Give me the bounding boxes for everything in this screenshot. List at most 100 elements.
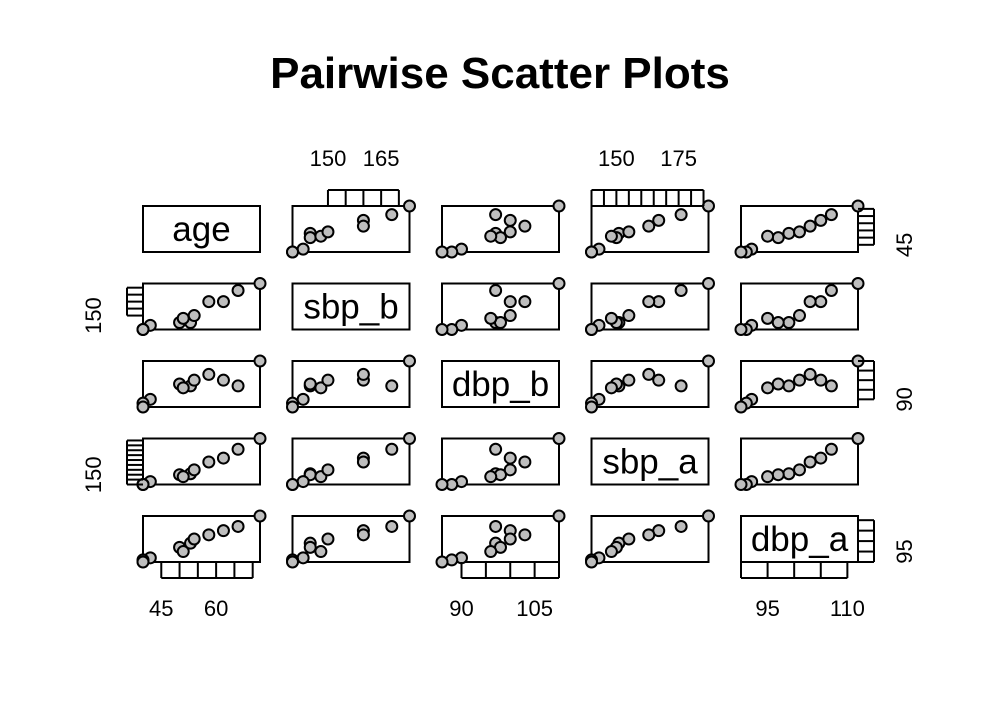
panel-dbp_a-sbp_b <box>286 509 416 569</box>
data-point <box>286 555 299 569</box>
data-point <box>518 528 532 542</box>
data-point <box>642 367 656 381</box>
data-point <box>231 442 245 456</box>
tick-label: 150 <box>598 146 635 171</box>
data-point <box>824 442 838 456</box>
variable-label: sbp_b <box>303 288 398 327</box>
data-point <box>187 463 201 477</box>
tick-label: 110 <box>830 596 865 621</box>
data-point <box>202 528 216 542</box>
data-point <box>403 199 416 213</box>
data-point <box>321 225 335 239</box>
data-point <box>734 400 748 414</box>
data-point <box>585 400 598 414</box>
panel-frame <box>142 282 261 331</box>
data-point <box>403 432 416 445</box>
data-point <box>216 373 230 387</box>
panel-frame <box>740 282 859 331</box>
data-point <box>484 545 498 559</box>
panel-dbp_a-age <box>136 509 267 569</box>
data-point <box>793 373 806 387</box>
panel-frame <box>441 360 560 408</box>
data-point <box>552 199 566 213</box>
panel-age-dbp_a <box>734 199 865 259</box>
data-point <box>803 367 817 381</box>
data-point <box>734 478 748 491</box>
data-point <box>793 309 806 323</box>
top-axis-sbp_a: 150 175 <box>590 146 705 206</box>
panel-dbp_b-age <box>136 354 267 414</box>
data-point <box>814 295 828 309</box>
data-point <box>518 295 532 309</box>
data-point <box>622 532 636 546</box>
data-point <box>604 545 618 559</box>
panel-frame <box>441 205 560 253</box>
panel-frame <box>291 205 411 253</box>
data-point <box>503 451 517 465</box>
panel-frame <box>590 360 710 408</box>
data-point <box>674 208 688 222</box>
panel-frame <box>740 205 859 253</box>
data-point <box>356 219 370 233</box>
data-point <box>552 432 566 445</box>
panel-frame <box>291 515 411 563</box>
data-point <box>771 377 785 391</box>
data-point <box>435 478 449 491</box>
data-point <box>435 323 449 336</box>
data-point <box>136 555 150 569</box>
data-point <box>253 509 267 523</box>
panel-frame <box>142 205 261 253</box>
data-point <box>503 309 517 323</box>
panel-age-sbp_b <box>286 199 416 259</box>
data-point <box>314 381 328 395</box>
right-axis-dbp_a: 95 <box>858 519 917 564</box>
data-point <box>552 277 566 290</box>
data-point <box>851 277 865 290</box>
data-point <box>253 354 267 368</box>
tick-label: 105 <box>516 596 553 621</box>
right-axis-age: 45 <box>858 207 917 257</box>
data-point <box>761 470 775 484</box>
data-point <box>356 367 370 381</box>
data-point <box>489 442 503 456</box>
panel-frame <box>441 282 560 331</box>
data-point <box>187 309 201 323</box>
data-point <box>814 373 828 387</box>
panel-age-dbp_b <box>435 199 566 259</box>
data-point <box>136 323 150 336</box>
variable-label: dbp_a <box>751 520 849 559</box>
tick-label: 60 <box>204 596 228 621</box>
data-point <box>202 295 216 309</box>
data-point <box>622 225 636 239</box>
panel-sbp_b-dbp_a <box>734 277 865 336</box>
panel-frame <box>291 282 411 331</box>
data-point <box>216 451 230 465</box>
data-point <box>761 311 775 325</box>
tick-label: 95 <box>755 596 779 621</box>
data-point <box>814 451 828 465</box>
data-point <box>674 519 688 533</box>
data-point <box>604 229 618 243</box>
data-point <box>231 379 245 393</box>
data-point <box>484 229 498 243</box>
panel-frame <box>291 437 411 486</box>
data-point <box>518 219 532 233</box>
data-point <box>503 225 517 239</box>
data-point <box>303 231 317 245</box>
panel-dbp_a-dbp_b <box>435 509 566 569</box>
data-point <box>851 432 865 445</box>
tick-label: 175 <box>660 146 697 171</box>
tick-label: 90 <box>449 596 473 621</box>
data-point <box>604 311 618 325</box>
bottom-axis-dbp_b: 90 105 <box>449 562 560 621</box>
panel-sbp_a-sbp_a: sbp_a <box>590 437 710 486</box>
data-point <box>286 400 299 414</box>
variable-label: dbp_b <box>452 365 549 404</box>
variable-label: age <box>172 210 230 249</box>
tick-label: 45 <box>149 596 173 621</box>
data-point <box>253 277 267 290</box>
data-point <box>771 231 785 245</box>
panel-frame <box>441 437 560 486</box>
data-point <box>489 208 503 222</box>
